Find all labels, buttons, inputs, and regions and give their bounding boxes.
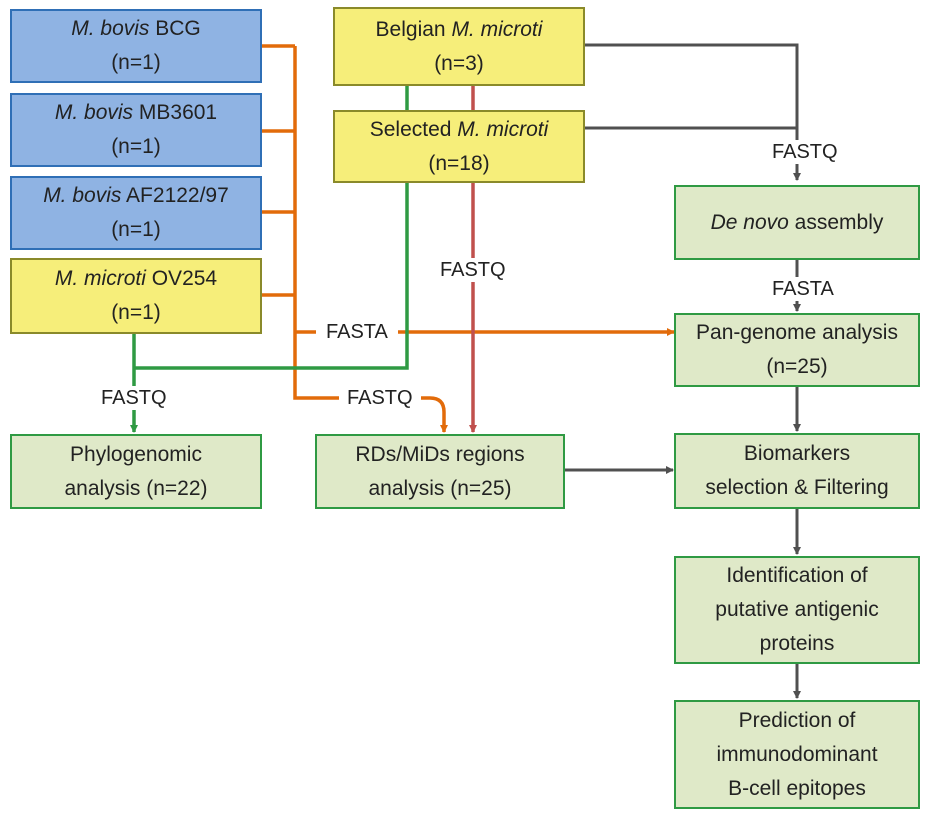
phylogenomic-box: Phylogenomic analysis (n=22) — [10, 434, 262, 509]
gray-connectors — [565, 43, 801, 699]
denovo-assembly-box: De novo assembly — [674, 185, 920, 260]
belgian-prefix: Belgian — [375, 17, 452, 41]
af2122-count: (n=1) — [111, 218, 161, 241]
pangenome-line2: (n=25) — [766, 355, 828, 378]
orange-bus-vertical — [293, 46, 430, 400]
identification-line2: putative antigenic — [715, 598, 879, 621]
phylogenomic-line2: analysis (n=22) — [64, 476, 208, 500]
orange-connectors — [262, 44, 675, 433]
prediction-line3: B-cell epitopes — [728, 776, 866, 800]
pangenome-line1: Pan-genome analysis — [696, 321, 898, 344]
mb3601-strain: MB3601 — [133, 101, 218, 124]
bcg-strain: BCG — [149, 17, 201, 40]
biomarkers-box: Biomarkers selection & Filtering — [674, 433, 920, 509]
prediction-box: Prediction of immunodominant B-cell epit… — [674, 700, 920, 809]
af2122-strain: AF2122/97 — [121, 184, 229, 207]
label-fasta-orange: FASTA — [316, 320, 398, 344]
denovo-rest: assembly — [788, 210, 884, 234]
label-fasta-to-pangenome: FASTA — [770, 277, 836, 301]
bcg-count: (n=1) — [111, 51, 161, 74]
green-connectors — [130, 86, 409, 433]
selected-species: M. microti — [457, 117, 549, 141]
af2122-species: M. bovis — [43, 184, 122, 207]
prediction-line1: Prediction of — [738, 708, 856, 732]
orange-fastq-arrow — [429, 396, 448, 433]
mb3601-count: (n=1) — [111, 135, 161, 158]
label-fastq-green: FASTQ — [99, 386, 169, 410]
identification-line1: Identification of — [726, 564, 868, 587]
input-selected-box: Selected M. microti (n=18) — [333, 110, 585, 183]
input-af2122-box: M. bovis AF2122/97 (n=1) — [10, 176, 262, 250]
gray-line-belgian — [585, 43, 801, 181]
ov254-species: M. microti — [54, 267, 146, 290]
biomarkers-line2: selection & Filtering — [705, 476, 889, 499]
green-line-selected — [134, 183, 409, 370]
denovo-italic: De novo — [710, 210, 789, 234]
label-fastq-to-denovo: FASTQ — [770, 140, 840, 164]
belgian-species: M. microti — [451, 17, 543, 41]
bcg-species: M. bovis — [71, 17, 150, 40]
selected-prefix: Selected — [369, 117, 458, 141]
mb3601-species: M. bovis — [54, 101, 134, 124]
input-belgian-box: Belgian M. microti (n=3) — [333, 7, 585, 86]
ov254-strain: OV254 — [145, 267, 218, 290]
pangenome-box: Pan-genome analysis (n=25) — [674, 313, 920, 387]
label-fastq-red: FASTQ — [438, 258, 508, 282]
input-bcg-box: M. bovis BCG (n=1) — [10, 9, 262, 83]
belgian-count: (n=3) — [434, 51, 484, 75]
rds-line1: RDs/MiDs regions — [355, 442, 525, 466]
biomarkers-line1: Biomarkers — [743, 442, 851, 465]
rds-line2: analysis (n=25) — [368, 476, 512, 500]
phylogenomic-line1: Phylogenomic — [70, 442, 202, 466]
input-mb3601-box: M. bovis MB3601 (n=1) — [10, 93, 262, 167]
input-ov254-box: M. microti OV254 (n=1) — [10, 258, 262, 334]
ov254-count: (n=1) — [111, 301, 161, 324]
rds-mids-box: RDs/MiDs regions analysis (n=25) — [315, 434, 565, 509]
prediction-line2: immunodominant — [716, 742, 878, 766]
selected-count: (n=18) — [428, 151, 490, 175]
identification-box: Identification of putative antigenic pro… — [674, 556, 920, 664]
identification-line3: proteins — [759, 632, 835, 655]
label-fastq-orange: FASTQ — [339, 386, 421, 410]
